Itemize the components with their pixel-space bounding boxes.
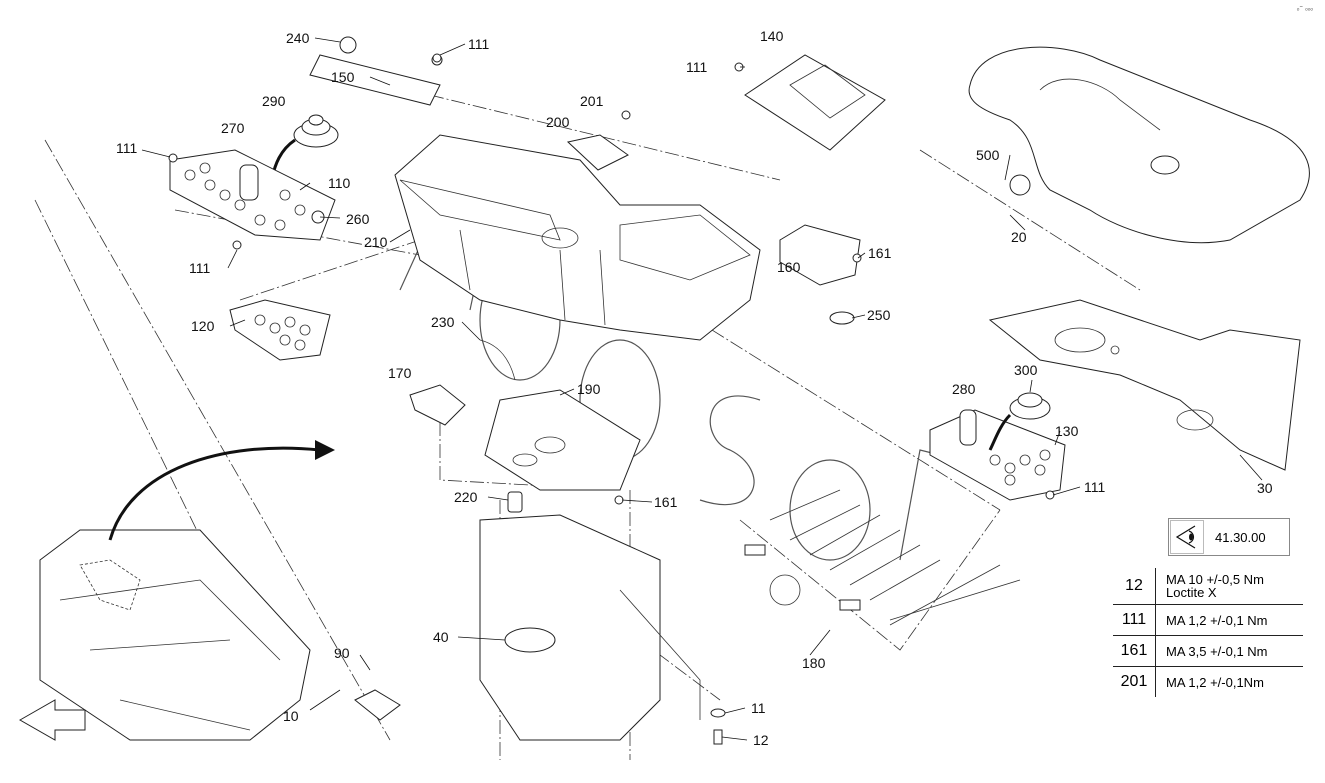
torque-value: MA 3,5 +/-0,1 Nm — [1166, 643, 1268, 659]
part-160-module — [779, 224, 861, 325]
torque-row: 161 MA 3,5 +/-0,1 Nm — [1113, 636, 1303, 667]
part-210-console-housing — [394, 134, 761, 341]
view-direction-arrow — [18, 699, 86, 741]
callout-10: 10 — [283, 708, 299, 724]
callout-111: 111 — [189, 260, 210, 276]
callout-120: 120 — [191, 318, 215, 334]
callout-280: 280 — [952, 381, 976, 397]
torque-value: MA 1,2 +/-0,1 Nm — [1166, 612, 1268, 628]
callout-150: 150 — [331, 69, 355, 85]
torque-part: 161 — [1113, 636, 1156, 666]
eye-view-icon — [1170, 520, 1204, 554]
callout-20: 20 — [1011, 229, 1027, 245]
part-110-joystick-panel — [169, 149, 336, 241]
paver-machine-overview — [18, 440, 335, 741]
callout-300: 300 — [1014, 362, 1038, 378]
leader-lines — [141, 37, 1263, 741]
part-30-mat — [988, 299, 1301, 471]
callout-111: 111 — [1084, 479, 1105, 495]
screws — [168, 53, 1055, 505]
part-11-washer — [710, 708, 726, 718]
torque-part: 201 — [1113, 667, 1156, 697]
callout-180: 180 — [802, 655, 826, 671]
part-40-frame — [479, 514, 701, 741]
part-130-joystick-panel — [929, 392, 1066, 501]
callout-161: 161 — [868, 245, 892, 261]
callout-12: 12 — [753, 732, 769, 748]
callout-210: 210 — [364, 234, 388, 250]
part-20-seat — [968, 46, 1310, 244]
callout-201: 201 — [580, 93, 604, 109]
callout-140: 140 — [760, 28, 784, 44]
torque-part: 12 — [1113, 568, 1156, 604]
part-90-pad — [354, 689, 401, 721]
callout-labels: 240 111 150 290 270 111 110 260 210 111 … — [116, 28, 1273, 748]
callout-111: 111 — [116, 140, 137, 156]
part-12-screw — [713, 729, 723, 745]
callout-230: 230 — [431, 314, 455, 330]
callout-290: 290 — [262, 93, 286, 109]
torque-row: 111 MA 1,2 +/-0,1 Nm — [1113, 605, 1303, 636]
callout-111: 111 — [686, 59, 707, 75]
corner-mark: ₒ⁼ ₒₒₒ — [1296, 5, 1313, 12]
callout-260: 260 — [346, 211, 370, 227]
callout-161: 161 — [654, 494, 678, 510]
torque-note: Loctite X — [1166, 585, 1217, 600]
callout-170: 170 — [388, 365, 412, 381]
callout-240: 240 — [286, 30, 310, 46]
torque-row: 201 MA 1,2 +/-0,1Nm — [1113, 667, 1303, 697]
callout-11: 11 — [751, 700, 766, 716]
callout-110: 110 — [328, 175, 351, 191]
part-120-panel — [229, 299, 331, 361]
callout-270: 270 — [221, 120, 245, 136]
callout-90: 90 — [334, 645, 350, 661]
part-180-cable-set — [744, 489, 1021, 626]
torque-value: MA 1,2 +/-0,1Nm — [1166, 674, 1264, 690]
callout-190: 190 — [577, 381, 601, 397]
reference-view-box[interactable]: 41.30.00 — [1168, 518, 1290, 556]
callout-160: 160 — [777, 259, 801, 275]
callout-500: 500 — [976, 147, 1000, 163]
callout-250: 250 — [867, 307, 891, 323]
reference-number: 41.30.00 — [1215, 529, 1266, 545]
callout-130: 130 — [1055, 423, 1079, 439]
callout-200: 200 — [546, 114, 570, 130]
callout-220: 220 — [454, 489, 478, 505]
torque-value: MA 10 +/-0,5 Nm — [1166, 572, 1264, 587]
part-140-display — [744, 54, 886, 151]
callout-30: 30 — [1257, 480, 1273, 496]
part-200-cover — [566, 134, 629, 171]
callout-40: 40 — [433, 629, 449, 645]
torque-part: 111 — [1113, 605, 1156, 635]
callout-111: 111 — [468, 36, 489, 52]
part-150-panel — [309, 36, 443, 106]
part-190-base-plate — [409, 339, 641, 513]
